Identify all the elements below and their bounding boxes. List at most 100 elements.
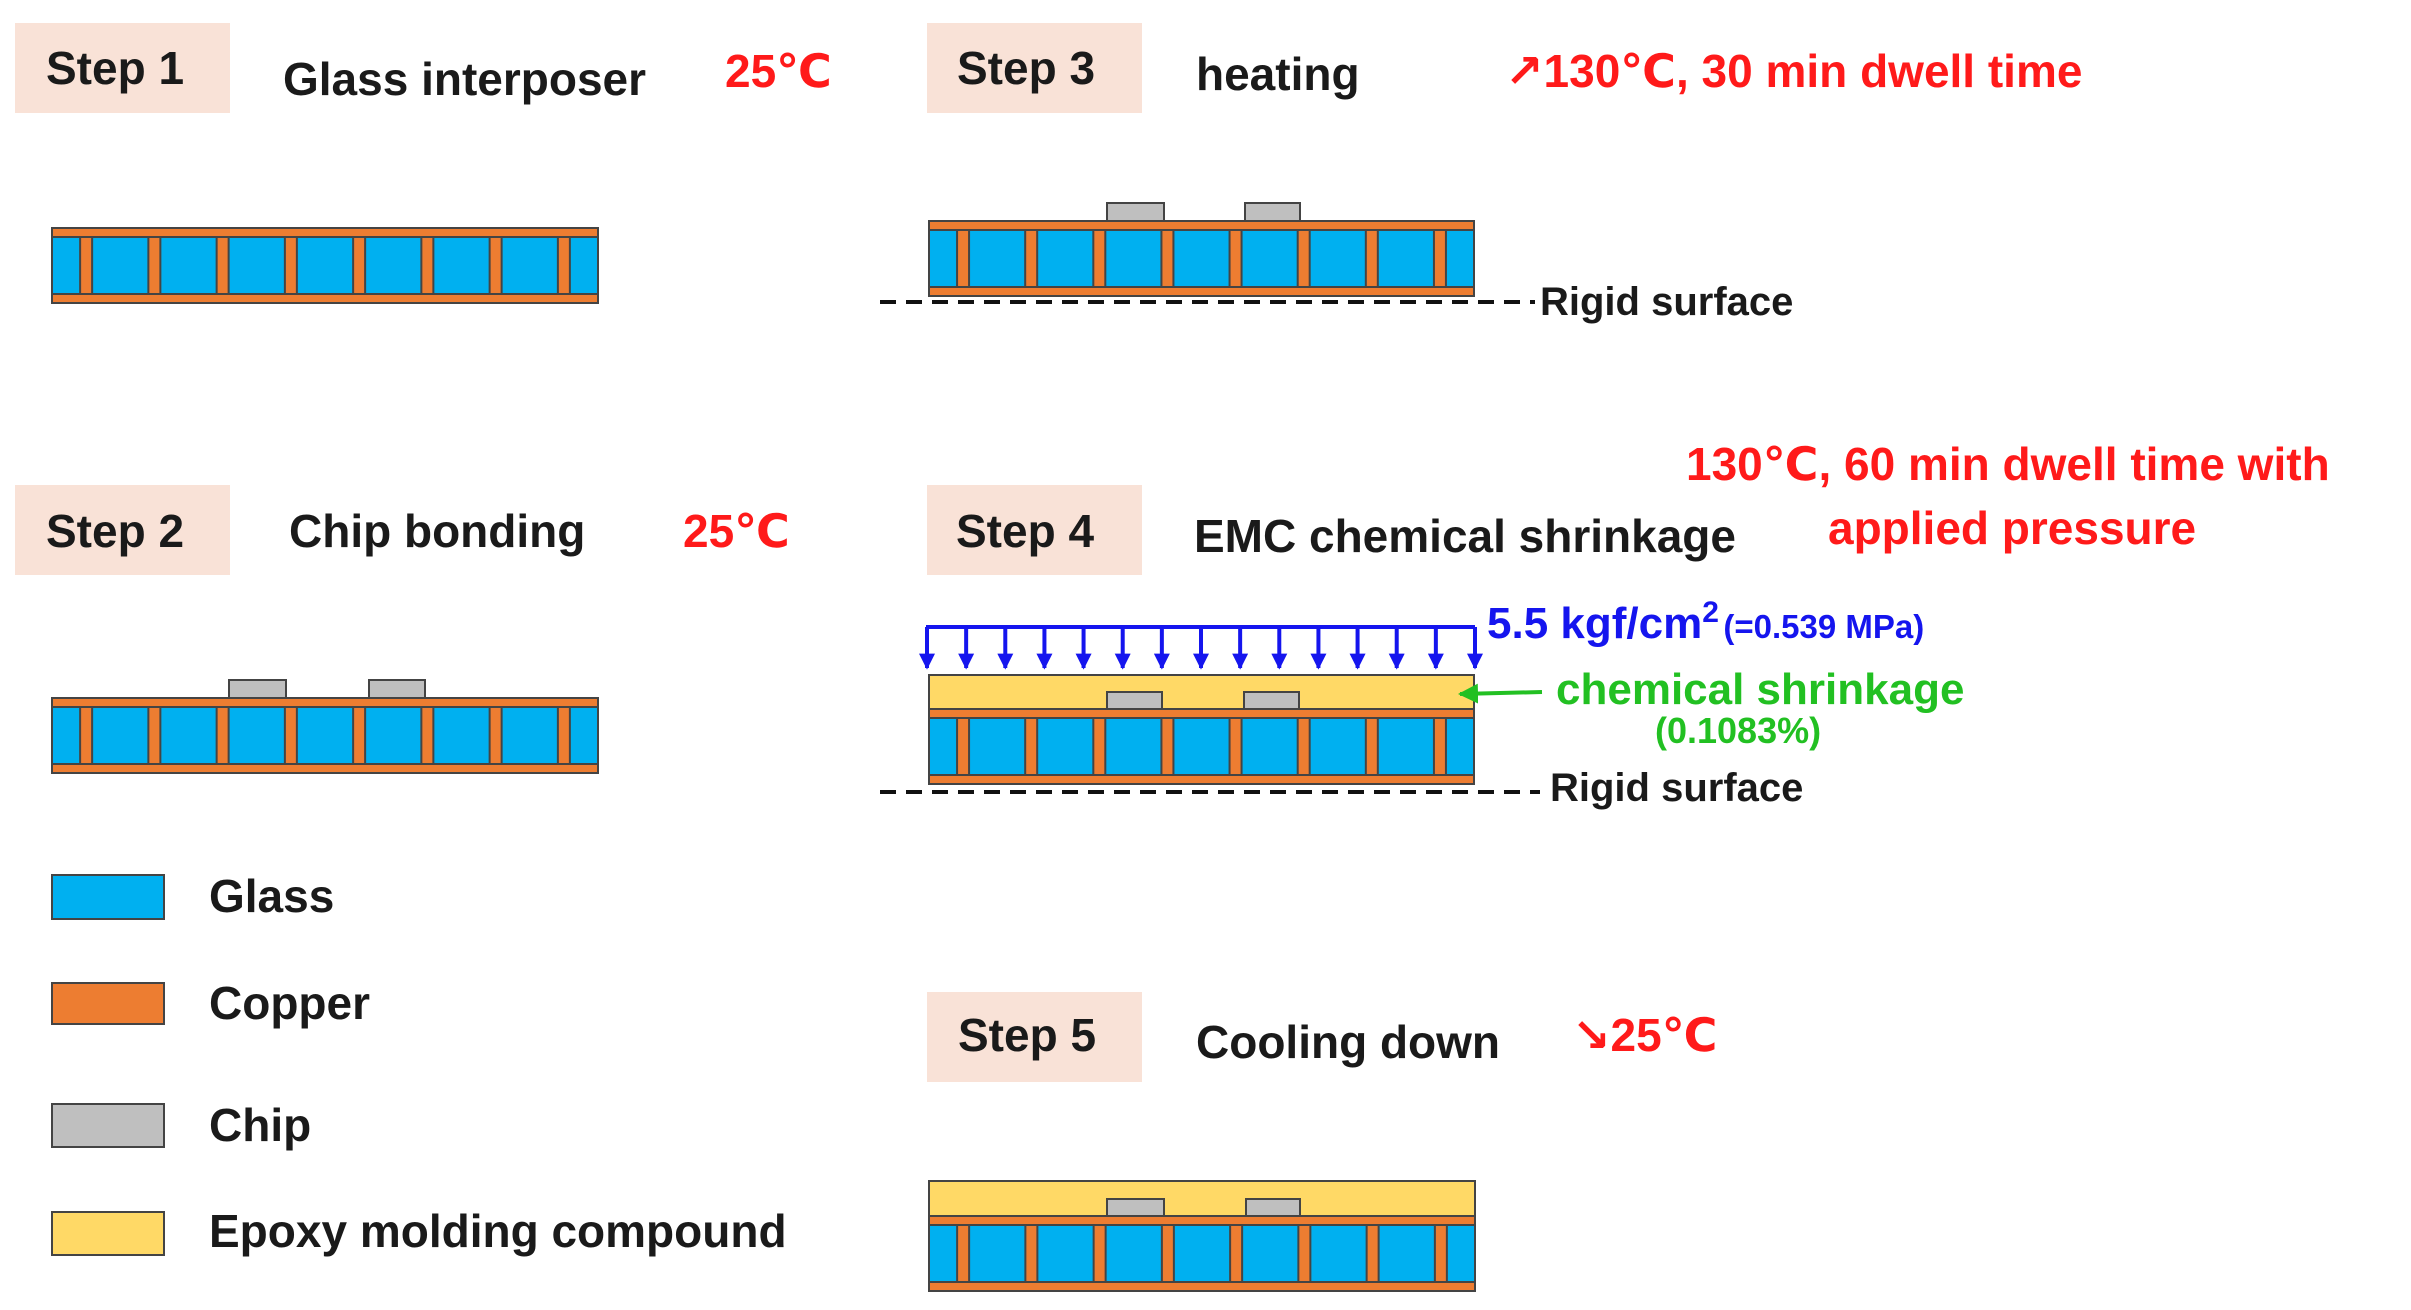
legend-label-glass: Glass (209, 870, 335, 922)
copper-via (556, 706, 571, 765)
copper-via (1024, 1224, 1039, 1283)
legend-label-epoxy: Epoxy molding compound (209, 1205, 787, 1257)
step-2-label: Step 2 (46, 505, 185, 557)
pressure-value: 5.5 kgf/cm (1487, 599, 1703, 648)
copper-bottom-layer (928, 286, 1475, 297)
copper-top-layer (51, 227, 599, 238)
copper-bottom-layer (51, 763, 599, 774)
step-4-temperature-line-2: applied pressure (1828, 502, 2197, 554)
copper-via (1024, 717, 1039, 776)
step-2-temperature: 25℃ (683, 505, 790, 557)
pressure-exponent: 2 (1702, 596, 1719, 629)
copper-via (215, 706, 230, 765)
copper-via (1228, 717, 1243, 776)
copper-via (1297, 1224, 1312, 1283)
emc-layer-step-4 (928, 674, 1475, 710)
chip-step-5-right (1245, 1198, 1301, 1217)
copper-top-layer (928, 1215, 1476, 1226)
interposer-step-3 (928, 220, 1475, 297)
copper-top-layer (51, 697, 599, 708)
interposer-step-4 (928, 708, 1475, 785)
copper-via (1296, 229, 1311, 288)
step-3-box (927, 23, 1142, 113)
copper-via (420, 236, 435, 295)
copper-via (1092, 717, 1107, 776)
applied-pressure-label: 5.5 kgf/cm2 (=0.539 MPa) (1487, 598, 1924, 646)
step-4-label: Step 4 (956, 505, 1095, 557)
copper-via (1092, 1224, 1107, 1283)
chip-step-3-left (1106, 202, 1165, 222)
copper-top-layer (928, 220, 1475, 231)
copper-via (956, 717, 971, 776)
chip-step-5-left (1106, 1198, 1165, 1217)
glass-core (928, 708, 1475, 785)
copper-top-layer (928, 708, 1475, 719)
copper-via (1296, 717, 1311, 776)
pressure-mpa: (=0.539 MPa) (1723, 608, 1925, 645)
copper-via (1160, 229, 1175, 288)
step-1-temperature: 25℃ (725, 45, 832, 97)
copper-bottom-layer (928, 1281, 1476, 1292)
step-1-box (15, 23, 230, 113)
copper-via (1364, 717, 1379, 776)
chip-step-2-right (368, 679, 426, 699)
glass-core (51, 697, 599, 774)
copper-via (1160, 1224, 1175, 1283)
step-5-label: Step 5 (958, 1009, 1097, 1061)
glass-core (51, 227, 599, 304)
chip-step-3-right (1244, 202, 1301, 222)
step-2-title: Chip bonding (289, 505, 586, 557)
step-4-box (927, 485, 1142, 575)
copper-via (956, 229, 971, 288)
pressure-arrows (919, 625, 1483, 670)
chip-step-4-left (1106, 691, 1163, 710)
copper-via (79, 706, 94, 765)
step-5-box (927, 992, 1142, 1082)
interposer-step-1 (51, 227, 599, 304)
copper-via (352, 706, 367, 765)
copper-via (956, 1224, 971, 1283)
copper-via (488, 706, 503, 765)
copper-via (147, 236, 162, 295)
interposer-step-5 (928, 1215, 1476, 1292)
step-5-temperature: ↘25℃ (1572, 1009, 1718, 1061)
legend-swatch-chip (51, 1103, 165, 1148)
copper-via (1160, 717, 1175, 776)
copper-via (1365, 1224, 1380, 1283)
step-4-title: EMC chemical shrinkage (1194, 510, 1736, 562)
chip-step-2-left (228, 679, 287, 699)
copper-via (1024, 229, 1039, 288)
step-1-title: Glass interposer (283, 53, 647, 105)
rigid-surface-label-step-4: Rigid surface (1550, 766, 1804, 810)
copper-via (1229, 1224, 1244, 1283)
copper-via (147, 706, 162, 765)
interposer-step-2 (51, 697, 599, 774)
chemical-shrinkage-label: chemical shrinkage (1556, 665, 1965, 714)
step-4-temperature-line-1: 130℃, 60 min dwell time with (1686, 438, 2330, 490)
legend-swatch-glass (51, 874, 165, 920)
copper-via (283, 236, 298, 295)
legend-label-chip: Chip (209, 1099, 312, 1151)
step-1-label: Step 1 (46, 42, 185, 94)
copper-bottom-layer (928, 774, 1475, 785)
chip-step-4-right (1243, 691, 1300, 710)
copper-via (488, 236, 503, 295)
copper-via (1432, 229, 1447, 288)
copper-via (1432, 717, 1447, 776)
emc-layer-step-5 (928, 1180, 1476, 1217)
copper-via (79, 236, 94, 295)
shrinkage-arrow (1458, 683, 1543, 704)
copper-via (215, 236, 230, 295)
legend-label-copper: Copper (209, 977, 370, 1029)
copper-via (1364, 229, 1379, 288)
chemical-shrinkage-value: (0.1083%) (1655, 710, 1822, 751)
legend-swatch-epoxy (51, 1211, 165, 1256)
step-5-title: Cooling down (1196, 1016, 1501, 1068)
copper-via (1433, 1224, 1448, 1283)
legend-swatch-copper (51, 982, 165, 1025)
copper-via (1228, 229, 1243, 288)
rigid-surface-label-step-3: Rigid surface (1540, 280, 1794, 324)
glass-core (928, 220, 1475, 297)
copper-via (420, 706, 435, 765)
